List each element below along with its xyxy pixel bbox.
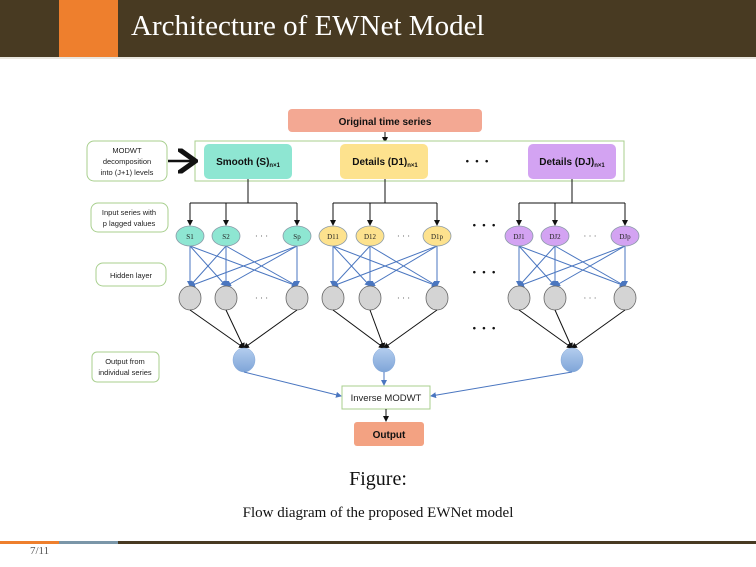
detailsj-input-node-label: DJ2 [549, 233, 561, 241]
output-label-box: Output from individual series [91, 351, 160, 383]
smooth-label: Smooth (S)n×1 [216, 157, 280, 169]
details1-output-node [372, 347, 396, 373]
detailsj-hidden-ellipsis: · · · [584, 294, 597, 303]
detailsj-input-node [504, 225, 534, 247]
ellipsis-decomp: · · · [465, 154, 489, 170]
smooth-input-ellipsis: · · · [255, 232, 268, 241]
svg-text:individual series: individual series [98, 368, 152, 377]
page-number: 7/11 [30, 545, 50, 557]
output-box [354, 422, 424, 446]
details1-input-node-label: D11 [327, 233, 339, 241]
slide-header [0, 0, 756, 57]
smooth-output-node [232, 347, 256, 373]
output-label: Output [373, 430, 406, 441]
smooth-hidden-to-output [243, 309, 298, 349]
detailsj-input-node [540, 225, 570, 247]
smooth-weight-edge [189, 245, 298, 288]
svg-text:p lagged values: p lagged values [103, 219, 156, 228]
header-accent [59, 0, 118, 57]
details1-box [340, 144, 428, 179]
detailsj-weight-edge [518, 245, 556, 287]
detailsj-hidden-to-output [571, 309, 626, 349]
original-series-box [288, 109, 482, 132]
details1-weight-edge [369, 245, 438, 287]
slide-title: Architecture of EWNet Model [131, 10, 485, 42]
smooth-input-node-label: S1 [186, 233, 194, 241]
detailsj-input-node [610, 225, 640, 247]
details1-hidden-ellipsis: · · · [397, 294, 410, 303]
svg-text:Hidden layer: Hidden layer [110, 271, 153, 280]
details1-weight-edge [332, 245, 438, 288]
ellipsis-output: · · · [472, 321, 496, 337]
smooth-weight-edge [225, 245, 298, 287]
detailsj-hidden-to-output [518, 309, 573, 349]
detailsj-hidden-node [507, 285, 531, 311]
detailsj-weight-edge [518, 245, 626, 288]
inverse-modwt-label: Inverse MODWT [351, 393, 422, 404]
smooth-weight-edge [189, 245, 227, 287]
hidden-label-box: Hidden layer [95, 262, 167, 287]
footer-bar-orange [0, 541, 59, 544]
input-label-box: Input series with p lagged values [90, 202, 169, 233]
smooth-hidden-node [214, 285, 238, 311]
svg-text:MODWT: MODWT [112, 146, 142, 155]
details1-hidden-node [358, 285, 382, 311]
detailsj-hidden-node [543, 285, 567, 311]
details1-hidden-to-output [383, 309, 438, 349]
smooth-input-node-label: S2 [222, 233, 230, 241]
svg-text:Output from: Output from [105, 357, 145, 366]
modwt-label-box: MODWT decomposition into (J+1) levels [86, 140, 168, 182]
details1-weight-edge [332, 245, 371, 287]
detailsj-hidden-to-output [554, 309, 573, 349]
details1-hidden-to-output [369, 309, 386, 349]
details1-input-node-label: D12 [364, 233, 377, 241]
detailsj-label: Details (DJ)n×1 [539, 157, 605, 169]
header-divider [0, 57, 756, 59]
detailsj-output-node [560, 347, 584, 373]
svg-text:into (J+1) levels: into (J+1) levels [101, 168, 154, 177]
figure-label: Figure: [349, 468, 407, 490]
detailsj-box [528, 144, 616, 179]
smooth-hidden-node [178, 285, 202, 311]
svg-text:decomposition: decomposition [103, 157, 151, 166]
details1-hidden-to-output [332, 309, 385, 349]
detailsj-weight-edge [554, 245, 626, 287]
details1-input-ellipsis: · · · [397, 232, 410, 241]
svg-text:Input series with: Input series with [102, 208, 156, 217]
smooth-hidden-node [285, 285, 309, 311]
smooth-hidden-to-output [225, 309, 245, 349]
details1-hidden-node [321, 285, 345, 311]
smooth-input-node [175, 225, 205, 247]
detailsj-input-node-label: DJ1 [513, 233, 525, 241]
original-series-label: Original time series [339, 117, 432, 128]
smooth-input-node-label: Sp [293, 233, 301, 241]
ellipsis-input: · · · [472, 218, 496, 234]
smooth-hidden-to-output [189, 309, 245, 349]
details1-input-node [355, 225, 385, 247]
detailsj-input-ellipsis: · · · [584, 232, 597, 241]
detailsj-hidden-node [613, 285, 637, 311]
ellipsis-hidden: · · · [472, 265, 496, 281]
smooth-output-to-inverse [243, 371, 342, 398]
detailsj-output-to-inverse [430, 371, 573, 399]
smooth-input-node [282, 225, 312, 247]
details1-input-node-label: D1p [431, 233, 444, 241]
footer-bar-blue [59, 541, 118, 544]
details1-hidden-node [425, 285, 449, 311]
smooth-input-node [211, 225, 241, 247]
details1-label: Details (D1)n×1 [352, 157, 418, 169]
footer-bar-dark [118, 541, 756, 544]
details1-input-node [318, 225, 348, 247]
detailsj-input-node-label: DJp [619, 233, 631, 241]
details1-input-node [422, 225, 452, 247]
figure-caption: Flow diagram of the proposed EWNet model [242, 505, 514, 521]
smooth-hidden-ellipsis: · · · [255, 294, 268, 303]
smooth-box [204, 144, 292, 179]
